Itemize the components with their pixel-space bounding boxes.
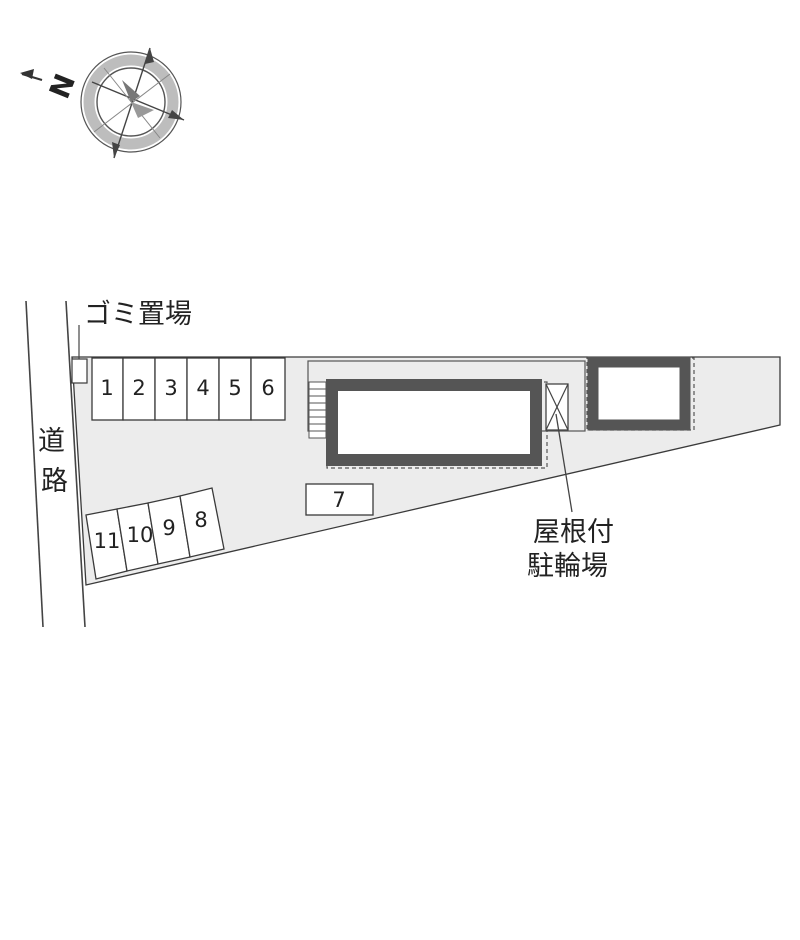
- bike-parking-leader-line: [555, 413, 573, 513]
- parking-number-10: 10: [127, 523, 154, 547]
- parking-space-6: [250, 357, 286, 421]
- parking-number-1: 1: [100, 376, 113, 400]
- parking-number-6: 6: [261, 376, 274, 400]
- parking-row-bottom: 11 10 9 8: [85, 487, 225, 580]
- stairs: [308, 381, 327, 439]
- bike-parking-label-2: 駐輪場: [527, 551, 608, 582]
- main-building: [326, 379, 542, 466]
- parking-number-5: 5: [228, 376, 241, 400]
- road-edge-right: [65, 300, 86, 628]
- parking-number-8: 8: [194, 508, 207, 532]
- parking-space-8: [179, 487, 225, 558]
- road-edge-left: [25, 300, 44, 628]
- garbage-label: ゴミ置場: [84, 299, 192, 330]
- parking-number-11: 11: [94, 529, 121, 553]
- parking-number-4: 4: [196, 376, 209, 400]
- bike-parking-marker: [545, 383, 569, 431]
- parking-space-3: [154, 357, 188, 421]
- parking-number-7: 7: [332, 488, 345, 512]
- annex-building: [587, 356, 691, 431]
- parking-number-2: 2: [132, 376, 145, 400]
- north-label: N: [43, 69, 82, 103]
- parking-row-top: 1 2 3 4 5 6: [91, 357, 286, 421]
- parking-number-9: 9: [162, 516, 175, 540]
- north-arrow-icon: [20, 69, 43, 81]
- road-label-2: 路: [41, 466, 68, 497]
- parking-space-1: [91, 357, 124, 421]
- garbage-area: [71, 358, 88, 384]
- parking-space-7: [305, 483, 374, 516]
- road-label-1: 道: [38, 426, 65, 457]
- bike-parking-label-1: 屋根付: [533, 517, 614, 548]
- compass-rose-icon: [80, 47, 185, 159]
- parking-number-3: 3: [164, 376, 177, 400]
